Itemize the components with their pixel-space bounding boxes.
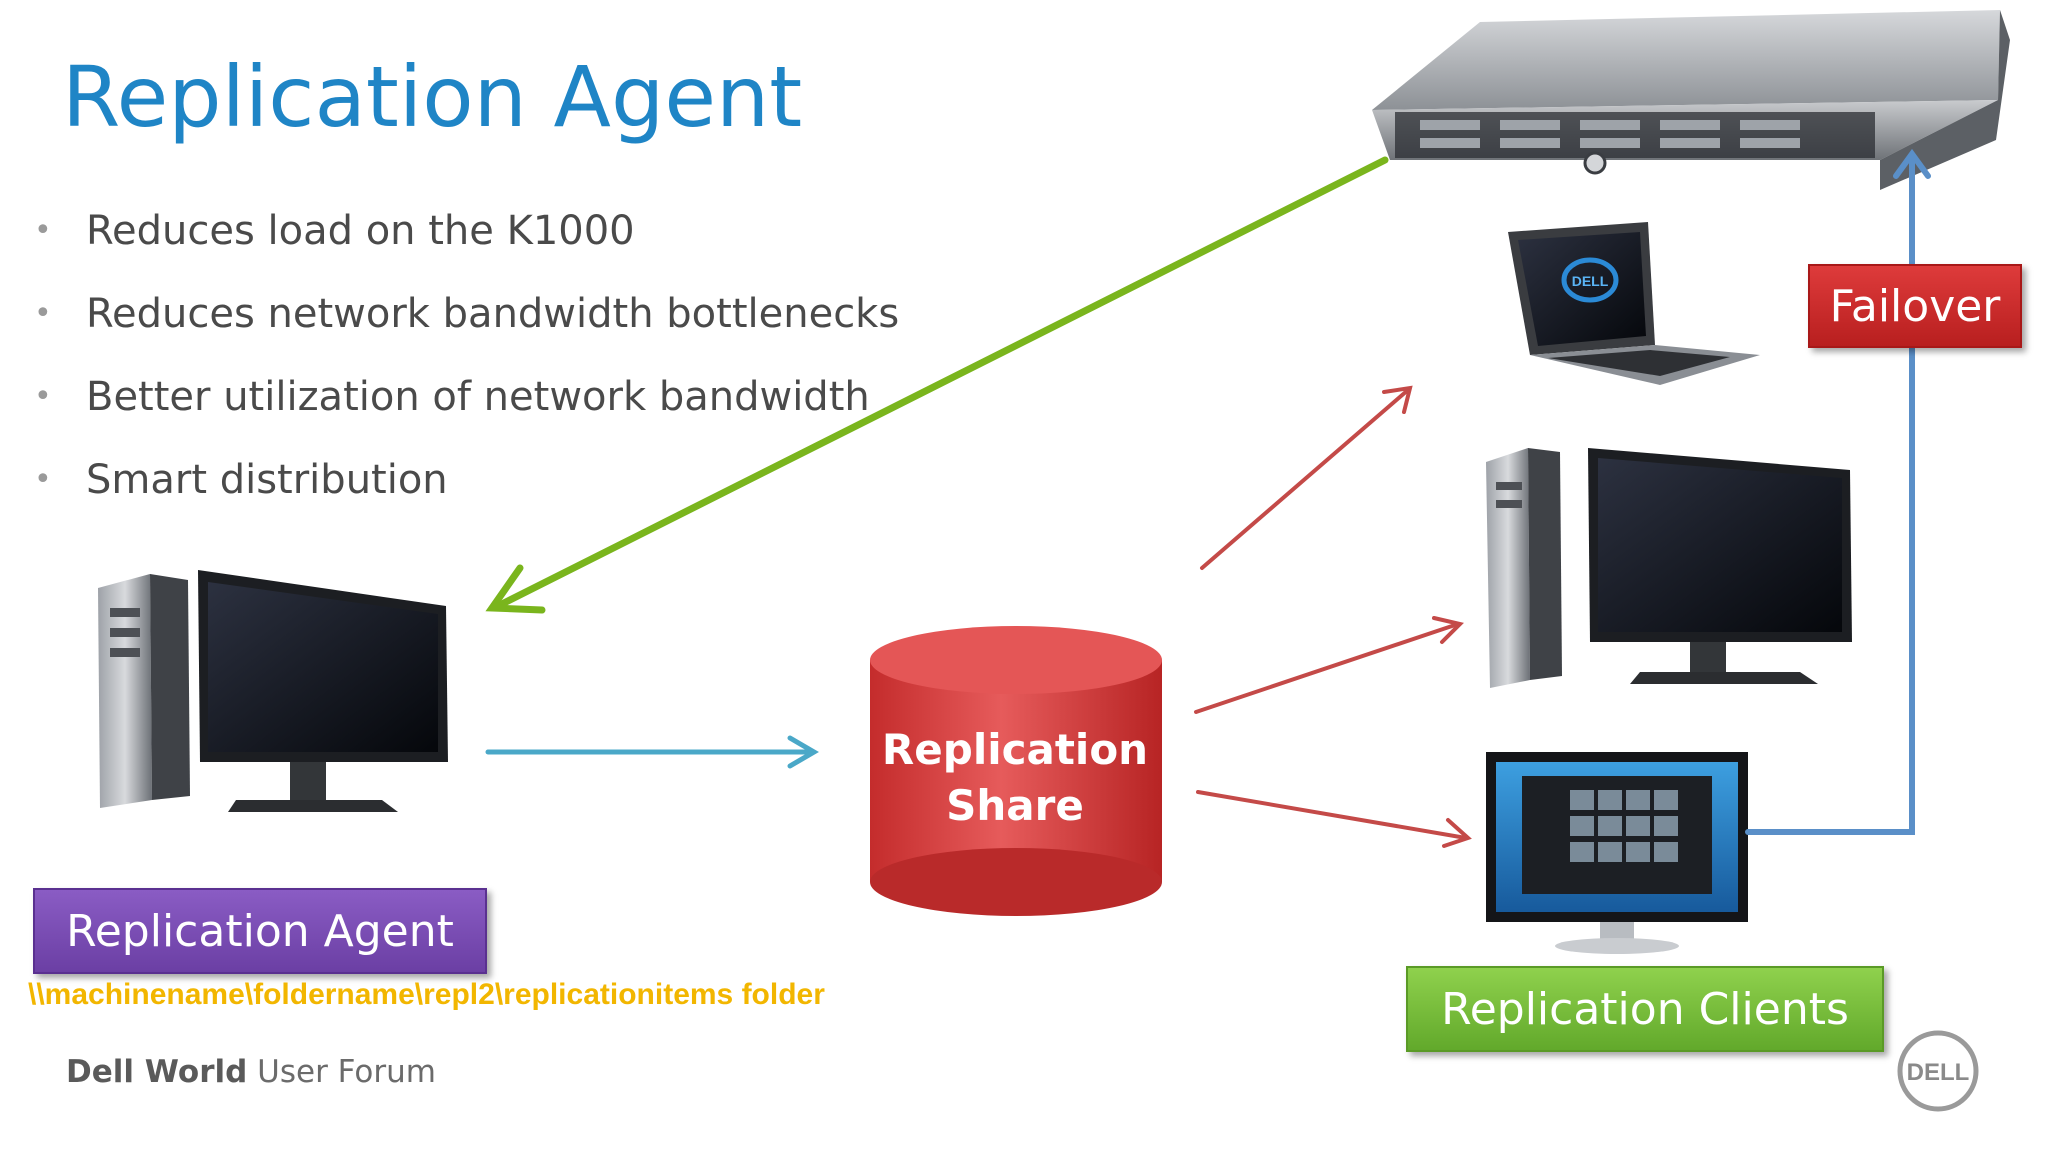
bullet-icon: • xyxy=(34,213,52,248)
share-path-text: \\machinename\foldername\repl2\replicati… xyxy=(28,978,825,1011)
flow-arrows xyxy=(485,148,1931,848)
desktop-computer-icon xyxy=(1486,448,1852,688)
monitor-icon xyxy=(1486,752,1748,954)
green-arrow-head xyxy=(485,564,546,614)
teal-arrow-head xyxy=(787,735,819,769)
bullet-icon: • xyxy=(34,379,52,414)
svg-text:DELL: DELL xyxy=(1907,1059,1970,1086)
dell-logo-icon: DELL xyxy=(1897,1030,1979,1112)
blue-arrow-head xyxy=(1893,148,1931,179)
red-arrow-desktop xyxy=(1194,622,1460,714)
blue-failover-line xyxy=(1745,153,1915,835)
database-cylinder-icon xyxy=(870,626,1162,916)
red-arrow-laptop xyxy=(1200,388,1410,570)
bullet-icon: • xyxy=(34,296,52,331)
share-label-line2: Share xyxy=(946,781,1084,830)
bullet-text: Reduces network bandwidth bottlenecks xyxy=(86,291,900,337)
replication-agent-label: Replication Agent xyxy=(33,888,487,974)
desktop-computer-icon xyxy=(98,570,448,812)
share-label-line1: Replication xyxy=(881,725,1149,774)
bullet-text: Reduces load on the K1000 xyxy=(86,208,635,254)
laptop-icon: DELL xyxy=(1508,222,1760,385)
bullet-text: Smart distribution xyxy=(86,457,448,503)
bullet-text: Better utilization of network bandwidth xyxy=(86,374,870,420)
replication-share-label: Replication Share xyxy=(870,722,1160,834)
footer-brand: Dell World User Forum xyxy=(66,1054,436,1090)
replication-clients-label: Replication Clients xyxy=(1406,966,1884,1052)
bullet-icon: • xyxy=(34,462,52,497)
page-title: Replication Agent xyxy=(62,48,803,146)
footer-brand-bold: Dell World xyxy=(66,1054,248,1090)
footer-brand-rest: User Forum xyxy=(247,1054,436,1090)
failover-label: Failover xyxy=(1808,264,2022,348)
green-arrow xyxy=(496,156,1389,609)
red-arrow-monitor xyxy=(1196,790,1468,840)
rack-server-icon xyxy=(1372,10,2010,190)
svg-text:DELL: DELL xyxy=(1572,273,1609,289)
